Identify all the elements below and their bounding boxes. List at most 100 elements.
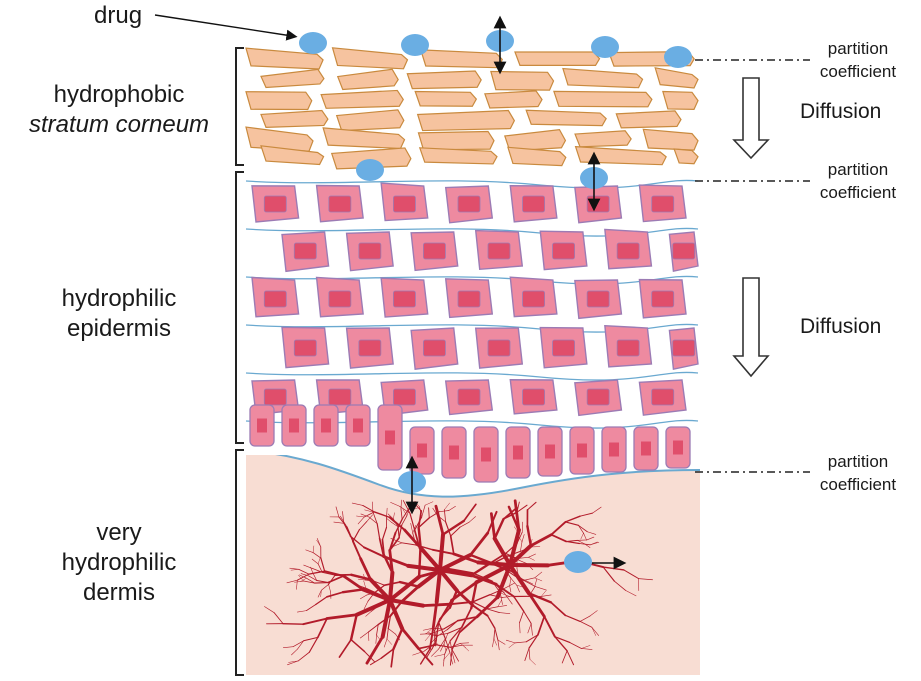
vessel-segment [350, 573, 372, 581]
drug-molecule [401, 34, 429, 56]
vessel-segment [335, 506, 340, 518]
vessel-segment [360, 513, 370, 518]
vessel-segment [326, 591, 344, 598]
vessel-segment [390, 502, 401, 507]
vessel-segment [486, 606, 499, 610]
vessel-segment [468, 516, 476, 523]
vessel-segment [358, 521, 368, 531]
vessel-segment [528, 553, 536, 558]
vessel-segment [524, 647, 530, 661]
cell-nucleus [586, 388, 610, 406]
vessel-segment [425, 633, 436, 637]
vessel-segment [565, 540, 580, 545]
vessel-segment [410, 523, 414, 534]
vessel-segment [534, 577, 543, 582]
vessel-segment [428, 507, 430, 519]
vessel-segment [451, 649, 460, 662]
vessel-segment [508, 543, 533, 567]
vessel-segment [317, 563, 323, 573]
vessel-segment [513, 595, 525, 612]
vessel-segment [363, 580, 366, 589]
vessel-segment [338, 638, 352, 658]
partition-coefficient-label-2: partition coefficient [798, 158, 918, 204]
vessel-segment [294, 580, 304, 583]
vessel-segment [450, 526, 461, 537]
vessel-segment [528, 647, 531, 660]
vessel-segment [401, 515, 408, 526]
vessel-segment [365, 635, 385, 665]
vessel-segment [434, 504, 445, 536]
corneocyte [654, 67, 699, 89]
cell-nucleus [522, 290, 545, 308]
vessel-segment [388, 598, 405, 631]
vessel-segment [503, 582, 516, 590]
corneocyte [574, 130, 632, 148]
vessel-segment [372, 511, 378, 525]
vessel-segment [579, 615, 591, 622]
vessel-segment [443, 509, 447, 523]
vessel-segment [312, 573, 318, 581]
dermis-layer [246, 450, 700, 675]
epidermis-line1: hydrophilic [61, 285, 177, 312]
corneocyte [322, 127, 406, 150]
vessel-segment [451, 631, 461, 651]
vessel-segment [492, 638, 495, 648]
vessel-segment [359, 631, 369, 639]
vessel-segment [412, 524, 417, 534]
vessel-segment [444, 638, 451, 653]
vessel-segment [438, 510, 450, 513]
vessel-segment [376, 523, 381, 540]
cell-nucleus [673, 440, 683, 455]
drug-pointer-arrow [154, 14, 298, 41]
corneocyte [484, 90, 543, 109]
vessel-segment [398, 524, 403, 539]
vessel-segment [508, 642, 516, 648]
vessel-segment [415, 544, 434, 551]
vessel-segment [321, 584, 329, 591]
vessel-segment [325, 613, 359, 620]
vessel-segment [578, 524, 584, 534]
vessel-segment [386, 638, 393, 645]
vessel-segment [507, 505, 521, 532]
vessel-segment [581, 648, 593, 650]
vessel-segment [523, 577, 536, 581]
vessel-segment [591, 627, 597, 636]
vessel-segment [508, 563, 531, 596]
vessel-segment [364, 509, 374, 513]
vessel-segment [493, 517, 505, 540]
cell-nucleus [393, 388, 416, 406]
vessel-segment [426, 628, 433, 634]
vessel-segment [300, 577, 307, 582]
vessel-segment [392, 542, 403, 548]
drug-label: drug [94, 2, 143, 29]
vessel-segment [591, 626, 599, 636]
vessel-segment [419, 633, 432, 635]
vessel-segment [472, 594, 491, 603]
vessel-segment [380, 598, 392, 639]
vessel-segment [381, 538, 385, 557]
cell-nucleus [522, 195, 545, 213]
vessel-segment [402, 509, 408, 517]
vessel-segment [505, 639, 516, 644]
vessel-segment [308, 636, 319, 653]
corneocyte [562, 67, 644, 89]
corneocyte [525, 109, 607, 127]
vessel-segment [367, 624, 379, 633]
vessel-segment [535, 586, 546, 591]
vessel-segment [434, 654, 445, 657]
vessel-segment [602, 566, 615, 582]
vessel-segment [316, 539, 322, 548]
cell-nucleus [651, 290, 675, 308]
vessel-segment [561, 650, 568, 664]
vessel-segment [328, 574, 336, 585]
cell-nucleus [586, 290, 610, 308]
corneocyte [245, 126, 314, 152]
corneocyte [418, 147, 498, 165]
vessel-segment [317, 589, 322, 598]
vessel-segment [311, 567, 323, 573]
cell-nucleus [289, 418, 299, 433]
drug-molecules [299, 30, 692, 573]
vessel-segment [438, 638, 446, 650]
vessel-segment [291, 648, 298, 656]
vessel-segment [386, 518, 392, 523]
